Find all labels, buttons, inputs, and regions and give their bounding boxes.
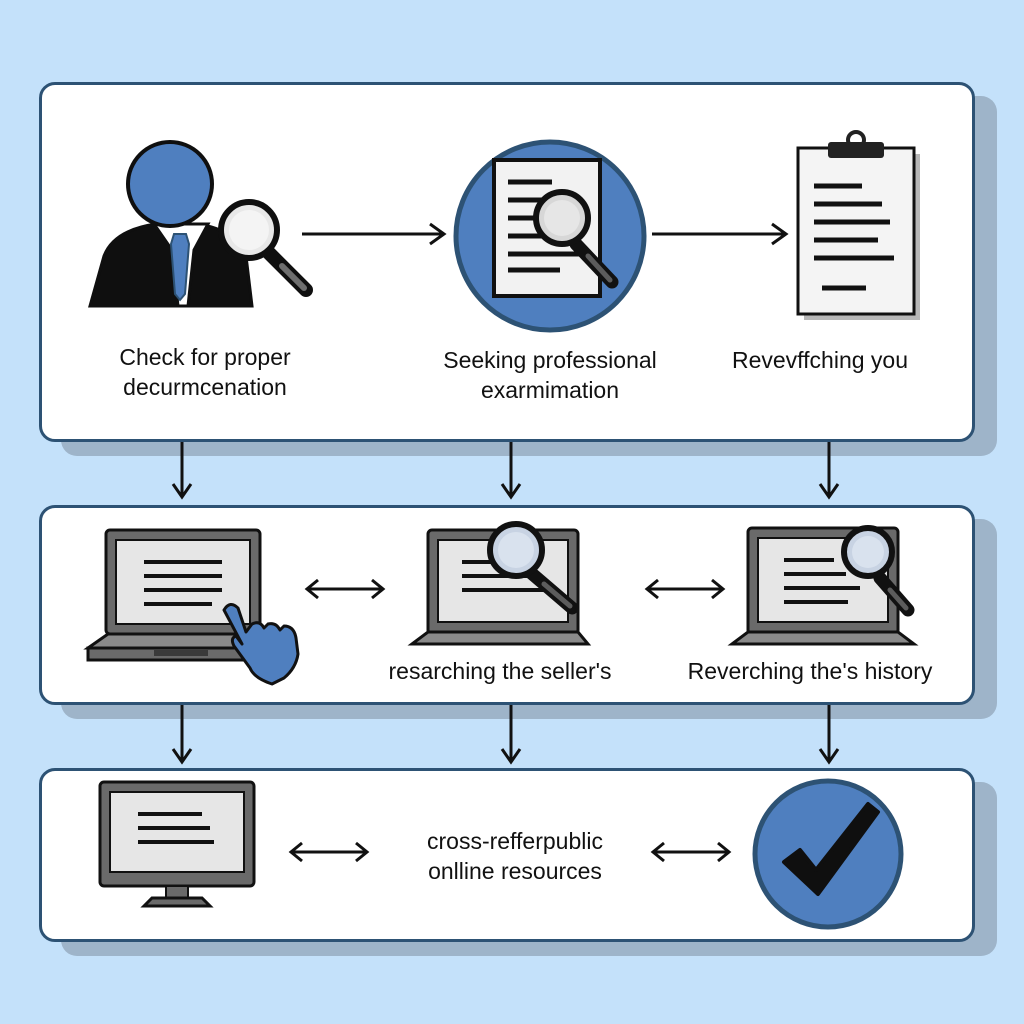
document-magnifier-icon bbox=[453, 139, 647, 333]
step-label-professional-examination: Seeking professional exarmimation bbox=[443, 347, 657, 403]
step-label-verifying: Revevffching you bbox=[731, 347, 908, 373]
step-label-cross-reference: cross-refferpublic onlline resources bbox=[427, 828, 603, 884]
monitor-icon bbox=[98, 780, 256, 908]
double-arrow-icon bbox=[650, 841, 732, 863]
arrow-down-icon bbox=[818, 442, 840, 500]
clipboard-icon bbox=[796, 130, 920, 320]
person-magnifier-icon bbox=[88, 140, 313, 308]
arrow-down-icon bbox=[171, 442, 193, 500]
arrow-down-icon bbox=[171, 705, 193, 765]
checkmark-icon bbox=[752, 778, 904, 930]
step-label-check-documentation: Check for proper decurmcenation bbox=[119, 344, 291, 400]
arrow-down-icon bbox=[500, 442, 522, 500]
double-arrow-icon bbox=[288, 841, 370, 863]
laptop-hand-icon bbox=[83, 528, 300, 686]
arrow-down-icon bbox=[818, 705, 840, 765]
double-arrow-icon bbox=[304, 578, 386, 600]
arrow-down-icon bbox=[500, 705, 522, 765]
double-arrow-icon bbox=[644, 578, 726, 600]
arrow-right-icon bbox=[302, 222, 447, 246]
laptop-magnifier-icon bbox=[407, 521, 592, 646]
step-label-researching-seller: resarching the seller's bbox=[388, 658, 612, 684]
arrow-right-icon bbox=[652, 222, 789, 246]
laptop-magnifier-icon bbox=[727, 525, 919, 646]
step-label-history: Reverching the's history bbox=[687, 658, 933, 684]
